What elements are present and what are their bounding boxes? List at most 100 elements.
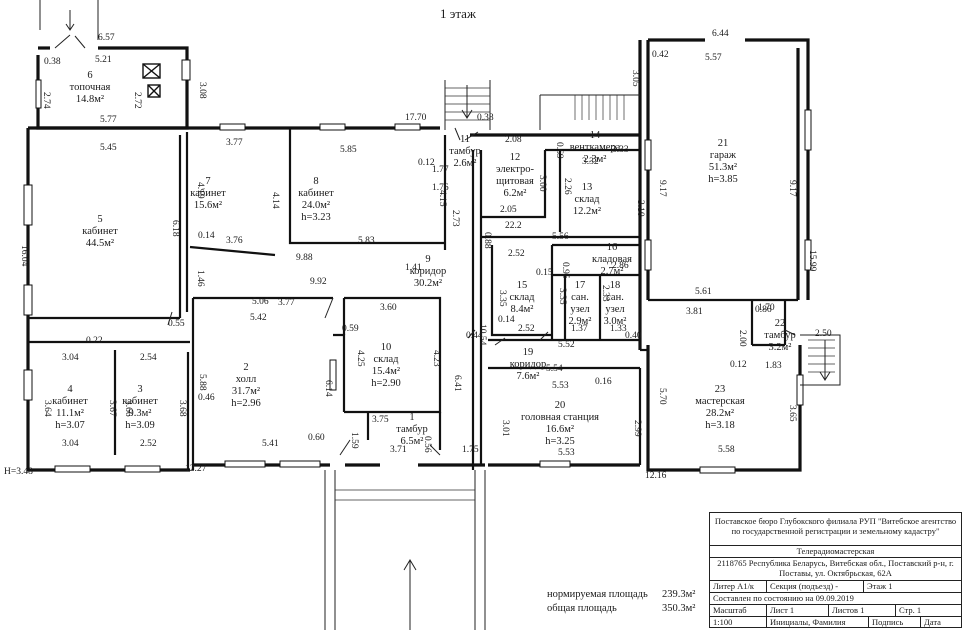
stamp-page: Стр. 1 (899, 605, 922, 615)
dimension-label: 22.2 (505, 221, 522, 231)
dimension-label: 5.54 (546, 364, 563, 374)
dimension-label: 1.46 (195, 270, 205, 287)
dimension-label: 5.77 (100, 115, 117, 125)
dimension-label: 3.66 (123, 400, 133, 417)
dimension-label: 15.99 (807, 250, 817, 272)
dimension-label: 5.21 (95, 55, 112, 65)
stamp-composed: Составлен по состоянию на 09.09.2019 (713, 593, 854, 603)
dimension-label: 3.32 (582, 157, 599, 167)
dimension-label: 2.74 (41, 92, 51, 109)
dimension-label: 5.58 (718, 445, 735, 455)
stamp-row-sheets: Масштаб Лист 1 Листов 1 Стр. 1 (710, 605, 961, 617)
dimension-label: 3.04 (62, 439, 79, 449)
dimension-label: 0.16 (595, 377, 612, 387)
dimension-label: 1.59 (349, 432, 359, 449)
boiler-icon (142, 63, 161, 98)
dimension-label: 5.61 (695, 287, 712, 297)
stamp-sign-name: Инициалы, Фамилия (767, 617, 869, 628)
dimension-label: 5.53 (558, 448, 575, 458)
dimension-label: 16.04 (19, 245, 29, 267)
dimension-label: 5.52 (558, 340, 575, 350)
dimension-label: 1.41 (405, 263, 422, 273)
stamp-address: 2118765 Республика Беларусь, Витебская о… (710, 558, 961, 581)
dimension-label: 0.14 (498, 315, 515, 325)
dimension-label: 1.33 (610, 324, 627, 334)
dimension-label: 3.04 (62, 353, 79, 363)
dimension-label: 3.75 (372, 415, 389, 425)
dimension-label: 12.27 (185, 464, 207, 474)
stairs (39, 0, 841, 630)
stamp-organization: Поставское бюро Глубокского филиала РУП … (710, 513, 961, 546)
floor-title: 1 этаж (440, 6, 477, 21)
dimension-label: 3.05 (630, 70, 640, 87)
dimension-label: 0.38 (44, 57, 61, 67)
stamp-object: Телерадиомастерская (710, 546, 961, 558)
dimension-label: 5.83 (358, 236, 375, 246)
dimension-label: 12.16 (645, 471, 667, 481)
dimension-label: 2.50 (815, 329, 832, 339)
dimension-label: 0.15 (536, 268, 553, 278)
dimension-label: 1.70 (758, 303, 775, 313)
dimension-label: 1.83 (765, 361, 782, 371)
stamp-sheets: Листов 1 (829, 605, 896, 616)
dimension-label: 2.54 (140, 353, 157, 363)
dimension-label: 0.56 (422, 436, 432, 453)
dimension-label: 3.71 (390, 445, 407, 455)
stamp-row-composed: Составлен по состоянию на 09.09.2019 (710, 593, 961, 605)
height-note: H=3.48 (4, 467, 33, 477)
dimension-label: 3.76 (226, 236, 243, 246)
dimension-label: 3.68 (177, 400, 187, 417)
dimension-label: 0.46 (198, 393, 215, 403)
total-area-value: 350.3м² (662, 603, 695, 614)
dimension-label: 3.77 (226, 138, 243, 148)
windows (23, 59, 812, 474)
stamp-floor: Этаж 1 (867, 581, 893, 591)
dimension-label: 5.70 (657, 388, 667, 405)
stamp-sheet: Лист 1 (767, 605, 829, 616)
dimension-label: 3.10 (635, 200, 645, 217)
dimension-label: 0.95 (560, 262, 570, 279)
dimension-label: 6.44 (712, 29, 729, 39)
dimension-label: 6.41 (452, 375, 462, 392)
dimension-label: 9.92 (310, 277, 327, 287)
dimension-label: 0.14 (198, 231, 215, 241)
dimension-label: 0.12 (418, 158, 435, 168)
dimension-label: 6.57 (98, 33, 115, 43)
dimension-label: 0.59 (342, 324, 359, 334)
dimension-label: 0.42 (652, 50, 669, 60)
dimension-label: 3.65 (787, 405, 797, 422)
dimension-label: 2.00 (737, 330, 747, 347)
dimension-label: 4.14 (270, 192, 280, 209)
dimension-label: 2.05 (500, 205, 517, 215)
dimension-label: 2.26 (562, 178, 572, 195)
dimension-label: 2.52 (508, 249, 525, 259)
normative-area-label: нормируемая площадь (547, 589, 648, 600)
dimension-label: 9.17 (657, 180, 667, 197)
dimension-label: 17.70 (405, 113, 427, 123)
dimension-label: 5.53 (552, 381, 569, 391)
dimension-label: 1.75 (462, 445, 479, 455)
dimension-label: 3.35 (497, 290, 507, 307)
doors (54, 34, 796, 456)
dimension-label: 3.01 (500, 420, 510, 437)
area-summary: нормируемая площадь 239.3м² общая площад… (547, 589, 695, 614)
stamp-scale-value: 1:100 (710, 617, 767, 628)
dimension-label: 3.60 (380, 303, 397, 313)
dimension-label: 10.54 (477, 324, 487, 346)
dimension-label: 4.25 (355, 350, 365, 367)
walls (26, 38, 810, 472)
normative-area-value: 239.3м² (662, 589, 695, 600)
dimension-label: 5.88 (197, 374, 207, 391)
